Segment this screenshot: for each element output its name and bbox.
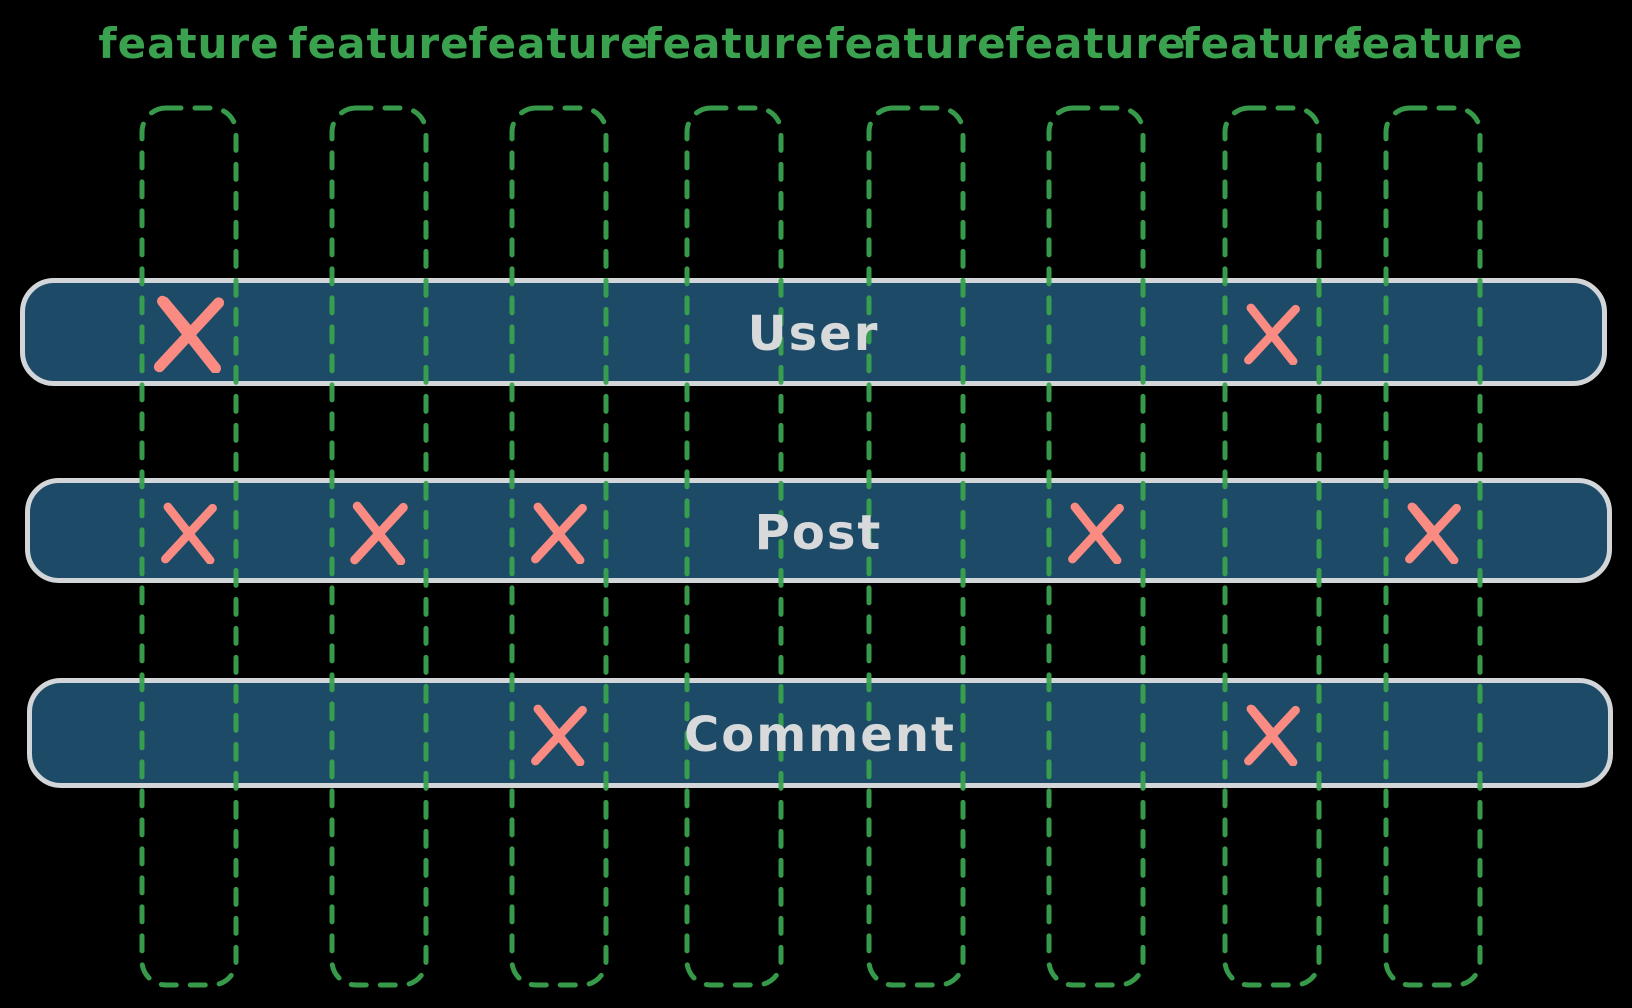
feature-label: feature xyxy=(98,19,280,68)
feature-column xyxy=(684,105,784,988)
x-mark xyxy=(531,502,587,564)
x-mark xyxy=(161,502,217,564)
feature-column xyxy=(139,105,239,988)
feature-column xyxy=(1222,105,1322,988)
feature-label: feature xyxy=(288,19,470,68)
x-mark xyxy=(1244,704,1300,766)
x-mark xyxy=(1405,502,1461,564)
feature-column xyxy=(329,105,429,988)
feature-label: feature xyxy=(1005,19,1187,68)
x-mark xyxy=(153,295,225,373)
entity-label-box: Comment xyxy=(27,678,1613,788)
feature-column xyxy=(866,105,966,988)
entity-label: Post xyxy=(754,504,883,561)
entity-label-box: User xyxy=(20,278,1607,386)
feature-column xyxy=(1046,105,1146,988)
feature-column xyxy=(1383,105,1483,988)
x-mark xyxy=(1244,303,1300,365)
x-mark xyxy=(531,704,587,766)
feature-label: feature xyxy=(468,19,650,68)
x-mark xyxy=(1068,502,1124,564)
x-mark xyxy=(350,501,408,565)
entity-bar-comment xyxy=(27,678,1613,788)
entity-label: Comment xyxy=(684,707,956,763)
feature-label: feature xyxy=(643,19,825,68)
feature-label: feature xyxy=(1181,19,1363,68)
feature-label: feature xyxy=(1342,19,1524,68)
feature-label: feature xyxy=(825,19,1007,68)
entity-label-box: Post xyxy=(25,478,1612,583)
entity-label: User xyxy=(747,306,880,362)
feature-column xyxy=(509,105,609,988)
entity-bar-post xyxy=(25,478,1612,583)
entity-bar-user xyxy=(20,278,1607,386)
